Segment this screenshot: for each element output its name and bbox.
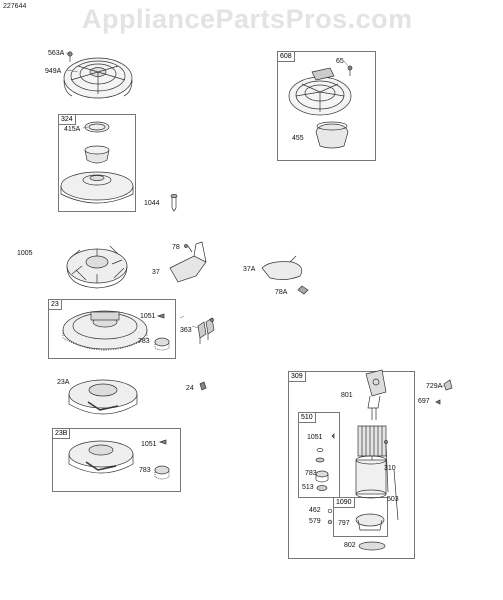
label-78a: 78A bbox=[275, 289, 288, 296]
blower-housing-324-drawing bbox=[60, 121, 134, 204]
group-box-23b: 23B bbox=[52, 428, 181, 492]
baffle-37a-drawing bbox=[261, 255, 309, 295]
label-23a: 23A bbox=[57, 379, 70, 386]
label-1051-group-23b: 1051 bbox=[141, 441, 157, 448]
group-label-324: 324 bbox=[59, 115, 76, 125]
screw-1044-drawing bbox=[170, 193, 178, 212]
group-label-23: 23 bbox=[49, 300, 62, 310]
fan-screen-949a-drawing bbox=[63, 51, 133, 99]
brackets-363-drawing bbox=[197, 317, 215, 344]
label-1005: 1005 bbox=[17, 250, 33, 257]
label-1051-group-510: 1051 bbox=[307, 434, 323, 441]
bracket-729a-drawing bbox=[435, 379, 453, 405]
label-65: 65 bbox=[336, 58, 344, 65]
drive-kit-510-drawing bbox=[315, 433, 335, 491]
group-label-510: 510 bbox=[299, 413, 316, 423]
group-box-510: 510 bbox=[298, 412, 340, 498]
key-24-drawing bbox=[199, 381, 207, 391]
baffle-37-drawing bbox=[169, 241, 207, 283]
label-1044: 1044 bbox=[144, 200, 160, 207]
label-363: 363 bbox=[180, 327, 192, 334]
starter-motor-309-drawing bbox=[355, 369, 399, 551]
label-802: 802 bbox=[344, 542, 356, 549]
flywheel-23b-drawing bbox=[68, 440, 134, 474]
label-783-group-510: 783 bbox=[305, 470, 317, 477]
group-label-23b: 23B bbox=[53, 429, 71, 439]
flywheel-23-drawing bbox=[62, 310, 148, 351]
label-801: 801 bbox=[341, 392, 353, 399]
group-box-1090: 1090 bbox=[333, 497, 388, 537]
starter-gear-23b-drawing bbox=[154, 439, 170, 480]
label-729a: 729A bbox=[426, 383, 443, 390]
label-37: 37 bbox=[152, 269, 160, 276]
flywheel-fan-1005-drawing bbox=[66, 245, 128, 289]
label-462: 462 bbox=[309, 507, 321, 514]
fan-screen-608-drawing bbox=[288, 65, 353, 149]
label-78: 78 bbox=[172, 244, 180, 251]
washers-462-579-drawing bbox=[327, 508, 333, 525]
document-number: 227644 bbox=[3, 3, 27, 10]
label-949a: 949A bbox=[45, 68, 62, 75]
group-label-608: 608 bbox=[278, 52, 295, 62]
label-310: 310 bbox=[384, 465, 396, 472]
label-563a: 563A bbox=[48, 50, 65, 57]
flywheel-23a-drawing bbox=[68, 379, 138, 415]
starter-gear-23-drawing bbox=[154, 313, 170, 351]
label-455: 455 bbox=[292, 135, 304, 142]
label-783-group-23: 783 bbox=[138, 338, 150, 345]
group-label-309: 309 bbox=[289, 372, 306, 382]
label-1051-group-23: 1051 bbox=[140, 313, 156, 320]
label-415a: 415A bbox=[64, 126, 81, 133]
group-box-324: 324 bbox=[58, 114, 136, 212]
watermark: AppliancePartsPros.com bbox=[82, 4, 413, 34]
label-797: 797 bbox=[338, 520, 350, 527]
group-box-309: 309 bbox=[288, 371, 415, 559]
group-box-23: 23 bbox=[48, 299, 176, 359]
label-24: 24 bbox=[186, 385, 194, 392]
label-697: 697 bbox=[418, 398, 430, 405]
label-783-group-23b: 783 bbox=[139, 467, 151, 474]
label-503: 503 bbox=[387, 496, 399, 503]
label-579: 579 bbox=[309, 518, 321, 525]
label-513: 513 bbox=[302, 484, 314, 491]
label-37a: 37A bbox=[243, 266, 256, 273]
group-box-608: 608 bbox=[277, 51, 376, 161]
group-label-1090: 1090 bbox=[334, 498, 355, 508]
